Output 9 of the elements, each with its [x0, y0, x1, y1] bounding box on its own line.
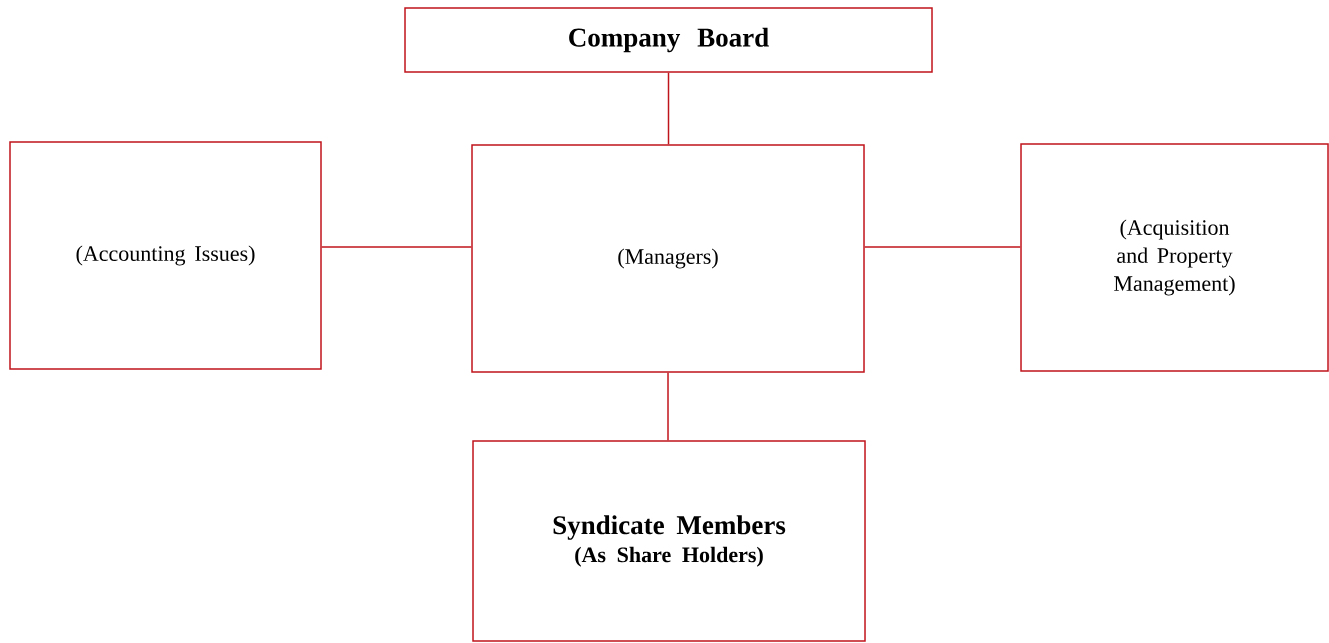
org-box: Company Board: [404, 7, 933, 73]
connector-line: [667, 372, 669, 441]
org-box: (Managers): [471, 144, 865, 373]
org-box: (Accounting Issues): [9, 141, 322, 370]
org-box: Syndicate Members (As Share Holders): [472, 440, 866, 642]
connector-line: [864, 246, 1021, 248]
connector-line: [667, 72, 670, 145]
org-box: (Acquisition and Property Management): [1020, 143, 1329, 372]
connector-line: [321, 246, 472, 248]
